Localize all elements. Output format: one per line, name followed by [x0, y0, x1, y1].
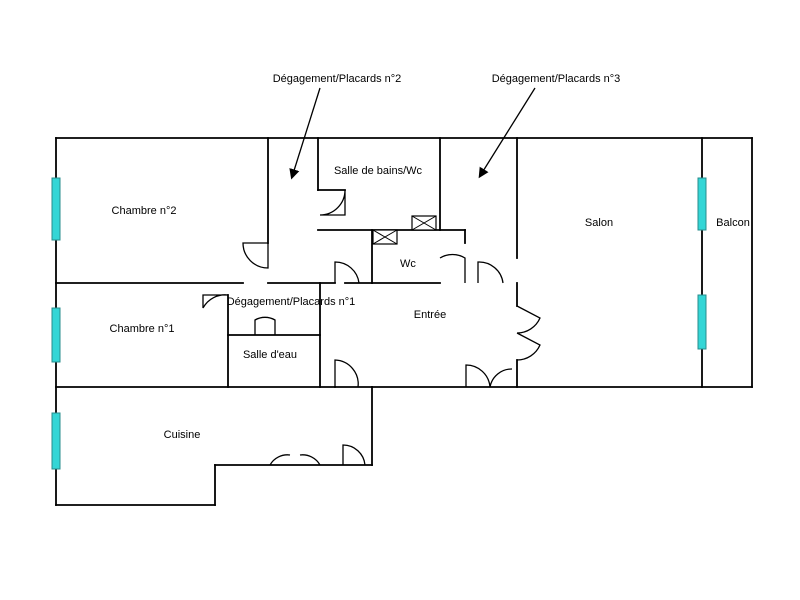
room-label-salle-bains: Salle de bains/Wc [334, 165, 423, 177]
window-salon-bottom [697, 294, 707, 350]
door-chambre2 [242, 242, 269, 269]
window-cuisine [51, 412, 61, 470]
room-label-cuisine: Cuisine [164, 429, 201, 441]
windows [51, 177, 707, 470]
room-label-salle-eau: Salle d'eau [243, 349, 297, 361]
door-salon-double [516, 305, 541, 361]
door-salle-eau-entree [334, 359, 359, 388]
room-label-chambre2: Chambre n°2 [112, 205, 177, 217]
arrow-degagement2 [289, 87, 321, 180]
doors [202, 189, 541, 466]
door-salle-eau [254, 316, 276, 335]
callout-degagement2-label: Dégagement/Placards n°2 [273, 73, 402, 85]
window-chambre2 [51, 177, 61, 241]
door-degagement2 [334, 261, 360, 284]
room-label-balcon: Balcon [716, 217, 750, 229]
vent-box-left [372, 229, 398, 245]
door-chambre1 [202, 294, 229, 309]
door-cuisine [342, 444, 366, 466]
door-cuisine-sliding [269, 454, 321, 466]
room-label-chambre1: Chambre n°1 [110, 323, 175, 335]
outer-walls [55, 137, 753, 506]
arrow-degagement3 [478, 87, 536, 179]
door-entree-main [465, 364, 513, 388]
door-degagement3 [477, 261, 504, 284]
room-label-degagement1: Dégagement/Placards n°1 [227, 296, 356, 308]
door-salle-bains [319, 189, 346, 216]
door-wc [439, 253, 466, 283]
ventilation [372, 215, 437, 245]
callout-degagement3-label: Dégagement/Placards n°3 [492, 73, 621, 85]
room-label-salon: Salon [585, 217, 613, 229]
window-salon-top [697, 177, 707, 231]
room-label-entree: Entrée [414, 309, 446, 321]
window-chambre1 [51, 307, 61, 363]
room-label-wc: Wc [400, 258, 416, 270]
vent-box-right [411, 215, 437, 231]
